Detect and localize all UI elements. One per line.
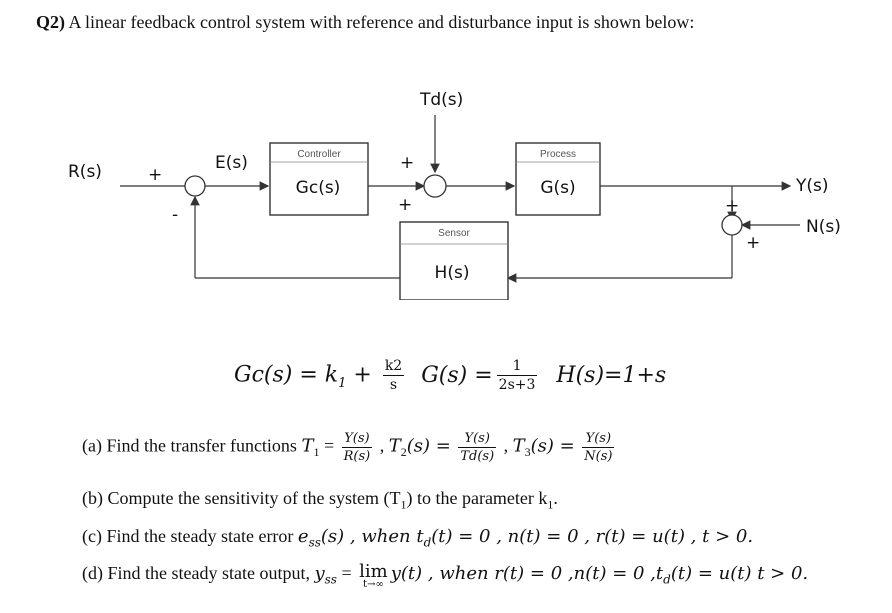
part-b-text: (b) Compute the sensitivity of the syste… (82, 488, 401, 508)
t3-denominator: N(s) (584, 449, 613, 464)
t3-argument: (s) = (530, 435, 575, 457)
part-b-end: . (553, 488, 558, 508)
t1-subscript: 1 (313, 445, 320, 460)
process-tf: G(s) (540, 178, 575, 198)
g-fraction-denominator: 2s+3 (498, 377, 536, 393)
question-text: A linear feedback control system with re… (68, 12, 695, 32)
question-heading: Q2) A linear feedback control system wit… (36, 12, 694, 33)
part-b-t-subscript: 1 (400, 497, 407, 512)
t3-subscript: 3 (524, 445, 531, 460)
part-d-text: (d) Find the steady state output, (82, 563, 310, 583)
part-a-intro: (a) Find the transfer functions (82, 435, 297, 456)
limit-text: lim (359, 561, 388, 582)
output-label: Y(s) (795, 176, 829, 196)
part-c-rest: (s) , when t (320, 526, 424, 547)
process-caption: Process (540, 149, 576, 160)
noise-input-label: N(s) (806, 217, 841, 237)
gc-fraction-numerator: k2 (382, 358, 405, 376)
t2-symbol: T (388, 435, 401, 457)
gc-k1-subscript: 1 (338, 375, 347, 391)
error-subscript: ss (308, 535, 321, 550)
yss-subscript: ss (324, 572, 337, 587)
t2-fraction: Y(s)Td(s) (458, 430, 497, 465)
gc-fraction-denominator: s (389, 377, 398, 393)
t1-numerator: Y(s) (341, 430, 373, 448)
part-c: (c) Find the steady state error ess(s) ,… (82, 526, 753, 550)
part-a: (a) Find the transfer functions T1 = Y(s… (82, 430, 615, 465)
limit-subscript: t→∞ (363, 579, 384, 590)
gc-plus: + (346, 362, 379, 388)
t3-symbol: T (512, 435, 525, 457)
t1-symbol: T (301, 435, 314, 457)
part-d-rest: y(t) , when r(t) = 0 ,n(t) = 0 ,t (390, 563, 664, 584)
summing-junction-disturbance (423, 174, 447, 198)
t2-denominator: Td(s) (460, 449, 495, 464)
question-number: Q2) (36, 12, 65, 32)
part-d: (d) Find the steady state output, yss = … (82, 561, 809, 590)
block-diagram: Controller Gc(s) Process G(s) Sensor H(s… (68, 90, 841, 300)
t1-fraction: Y(s)R(s) (341, 430, 373, 465)
part-b: (b) Compute the sensitivity of the syste… (82, 488, 558, 513)
part-b-rest: ) to the parameter k (406, 488, 548, 508)
summing-junction-error (184, 175, 206, 197)
sum1-plus-sign: + (148, 165, 162, 185)
reference-input-label: R(s) (68, 162, 102, 182)
sensor-tf: H(s) (435, 263, 470, 283)
h-equation: H(s)=1+s (556, 362, 667, 388)
part-c-text: (c) Find the steady state error (82, 526, 294, 546)
sum2-left-plus-sign: + (398, 195, 412, 215)
sum1-minus-sign: - (172, 205, 178, 225)
part-d-equals: = (336, 563, 357, 583)
part-c-conditions: (t) = 0 , n(t) = 0 , r(t) = u(t) , t > 0… (431, 526, 754, 547)
summing-junction-noise (721, 214, 743, 236)
t2-subscript: 2 (400, 445, 407, 460)
g-fraction-numerator: 1 (496, 357, 538, 376)
part-d-td-subscript: d (663, 572, 671, 587)
sum3-right-plus-sign: + (746, 233, 760, 253)
t3-numerator: Y(s) (582, 430, 615, 448)
t2-numerator: Y(s) (458, 430, 497, 448)
disturbance-input-label: Td(s) (419, 90, 463, 110)
t3-fraction: Y(s)N(s) (582, 430, 615, 465)
controller-block (269, 142, 369, 216)
part-b-k-subscript: 1 (547, 497, 554, 512)
part-d-conditions: (t) = u(t) t > 0. (670, 563, 809, 584)
t2-argument: (s) = (406, 435, 451, 457)
g-lhs: G(s) = (421, 362, 493, 388)
sensor-caption: Sensor (438, 228, 470, 239)
controller-caption: Controller (297, 149, 341, 160)
gc-lhs: Gc(s) = k (234, 362, 339, 388)
controller-tf: Gc(s) (296, 178, 341, 198)
t1-denominator: R(s) (343, 449, 371, 464)
process-block (515, 142, 601, 216)
error-signal-label: E(s) (215, 153, 248, 173)
error-symbol: e (297, 526, 309, 547)
sum2-top-plus-sign: + (400, 153, 414, 173)
sum3-top-plus-sign: + (725, 196, 739, 216)
yss-symbol: y (314, 563, 325, 584)
sensor-block (399, 221, 509, 300)
part-c-td-subscript: d (423, 535, 432, 550)
